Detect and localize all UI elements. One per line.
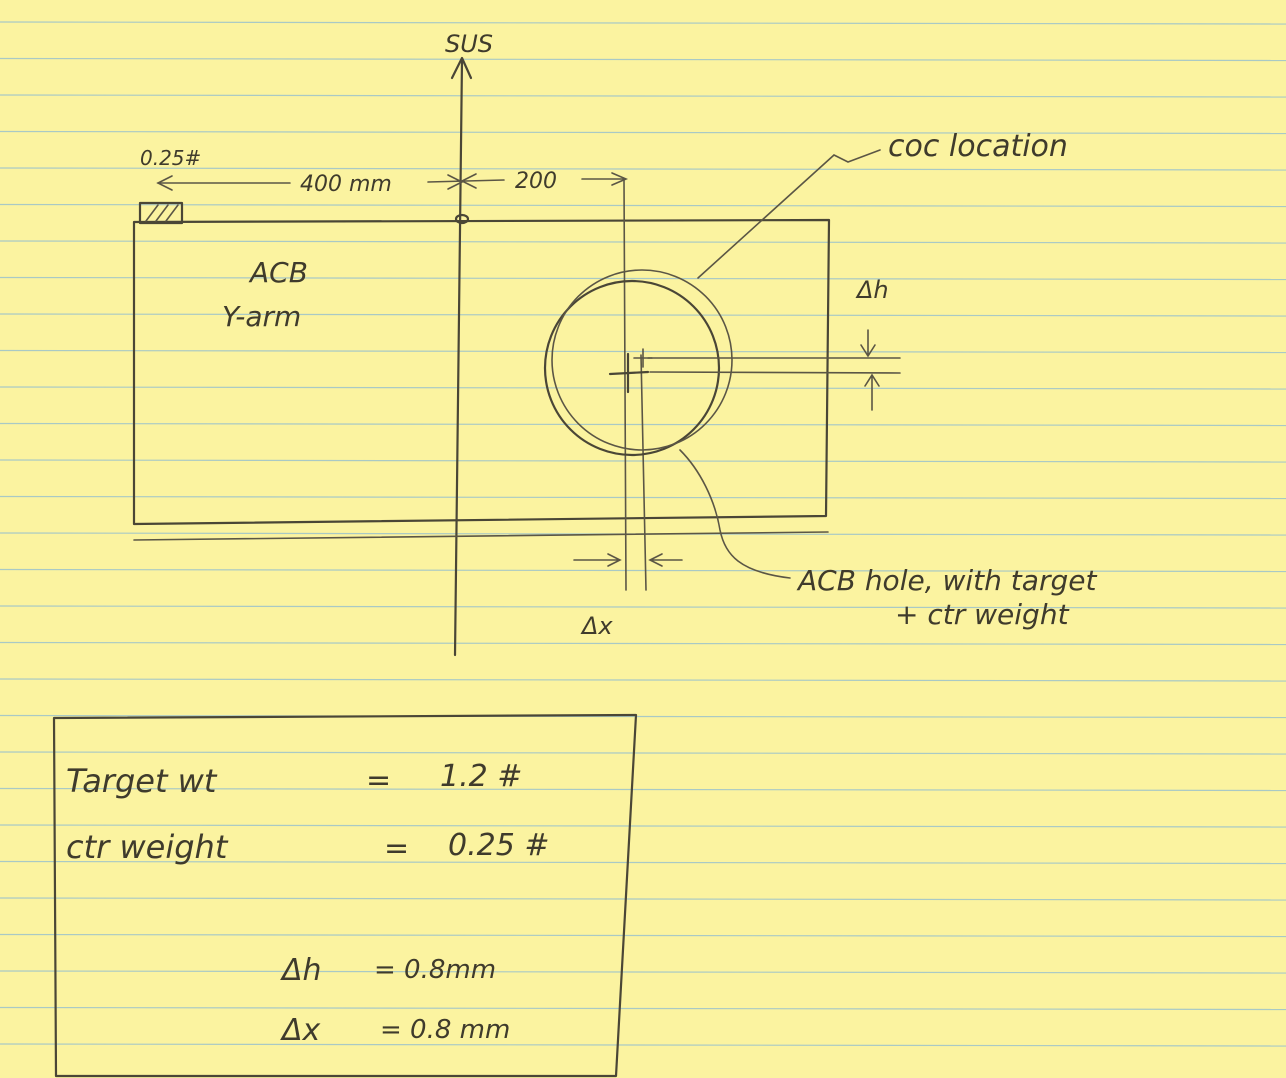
dim-left-label: 400 mm — [300, 172, 392, 197]
sus-arrowhead — [450, 56, 473, 80]
ruled-line — [0, 860, 1286, 865]
dim-right-label: 200 — [515, 169, 557, 194]
summary-row-1-eq: = — [366, 763, 391, 798]
ruled-line — [0, 57, 1286, 62]
ruled-line — [0, 240, 1286, 244]
dh-label: Δh — [855, 276, 889, 304]
arm-lower-edge — [133, 531, 829, 541]
ruled-line — [0, 495, 1286, 500]
ruled-line — [0, 94, 1286, 98]
sus-label: SUS — [445, 30, 493, 58]
acb-hole-circle — [543, 279, 721, 457]
arm-title-2: Y-arm — [222, 300, 301, 333]
hole-leader-line — [679, 449, 791, 579]
summary-row-1-value: 1.2 # — [440, 759, 522, 794]
ruled-line — [0, 933, 1286, 938]
ruled-line — [0, 130, 1286, 135]
dx-left-arrow — [648, 553, 683, 567]
summary-row-1-label: Target wt — [66, 762, 218, 800]
summary-row-2-label: ctr weight — [66, 828, 229, 866]
ruled-line — [0, 386, 1286, 390]
pivot-point — [454, 213, 470, 225]
target-center-line — [623, 179, 627, 591]
sus-axis-line — [453, 58, 464, 657]
ruled-line — [0, 1043, 1286, 1047]
coc-leader-line — [697, 149, 881, 279]
summary-row-2-eq: = — [384, 831, 409, 866]
ruled-line — [0, 897, 1286, 901]
arm-outline — [132, 218, 831, 526]
ruled-line — [0, 970, 1286, 974]
ruled-line — [0, 21, 1286, 25]
ruled-line — [0, 751, 1286, 755]
ruled-line — [0, 167, 1286, 171]
dim-center-arrows — [447, 173, 477, 190]
target-cross — [608, 352, 650, 394]
ruled-line — [0, 641, 1286, 646]
ruled-line — [0, 714, 1286, 719]
ruled-line — [0, 313, 1286, 317]
weight-hatching — [145, 204, 179, 222]
dim-center-line — [427, 179, 505, 183]
ruled-line — [0, 678, 1286, 682]
ruled-line — [0, 787, 1286, 792]
ruled-line — [0, 203, 1286, 208]
ruled-line — [0, 605, 1286, 609]
hole-label-2: + ctr weight — [895, 598, 1070, 631]
summary-result-2-label: Δx — [280, 1013, 321, 1048]
ruled-line — [0, 1006, 1286, 1011]
dim-left-arrow — [156, 175, 173, 191]
coc-center-line — [640, 354, 647, 591]
dh-lower-line — [649, 371, 901, 374]
dh-up-arrow — [864, 373, 880, 411]
dx-label: Δx — [580, 612, 613, 640]
ruled-line — [0, 568, 1286, 573]
dim-right-arrow — [611, 172, 629, 186]
summary-result-2-value: = 0.8 mm — [380, 1015, 510, 1045]
ruled-line — [0, 824, 1286, 828]
ruled-line — [0, 276, 1286, 281]
hole-label-1: ACB hole, with target — [796, 564, 1097, 597]
summary-result-1-label: Δh — [280, 953, 322, 988]
summary-box — [52, 713, 638, 1078]
summary-result-1-value: = 0.8mm — [374, 955, 496, 985]
coc-label: coc location — [888, 129, 1068, 164]
counterweight-block — [138, 201, 184, 225]
coc-circle — [551, 269, 733, 451]
dh-down-arrow — [860, 329, 876, 358]
arm-title-1: ACB — [248, 256, 308, 289]
dx-right-arrow — [573, 553, 622, 567]
summary-row-2-value: 0.25 # — [448, 828, 549, 863]
weight-label: 0.25# — [140, 146, 201, 170]
